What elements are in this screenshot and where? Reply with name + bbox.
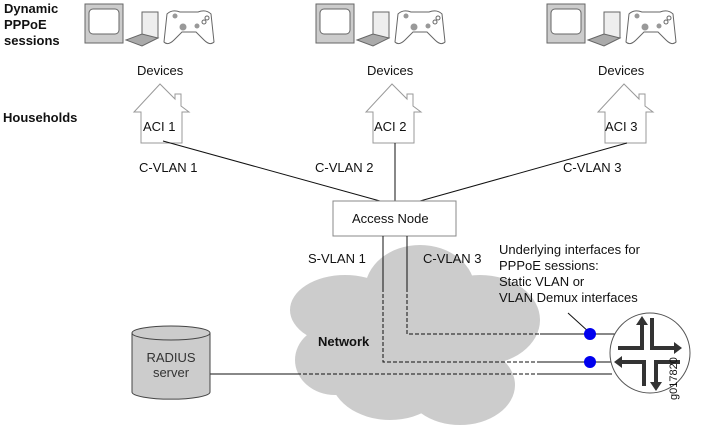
c-vlan-uplink-label: C-VLAN 3 bbox=[423, 251, 482, 266]
sessions-line-3: sessions bbox=[4, 33, 60, 48]
vlan-label-3: C-VLAN 3 bbox=[563, 160, 622, 175]
annotation-line-2: PPPoE sessions: bbox=[499, 258, 599, 273]
sessions-line-1: Dynamic bbox=[4, 1, 59, 16]
gamepad-icon bbox=[625, 10, 677, 45]
access-node-label: Access Node bbox=[352, 211, 429, 226]
access-node-box bbox=[332, 200, 457, 237]
house-icon-2 bbox=[364, 83, 423, 144]
households-label: Households bbox=[3, 110, 78, 125]
laptop-icon bbox=[124, 11, 160, 47]
device-group-2 bbox=[315, 3, 446, 47]
s-vlan-label: S-VLAN 1 bbox=[308, 251, 366, 266]
device-group-1 bbox=[84, 3, 215, 47]
annotation-line-4: VLAN Demux interfaces bbox=[499, 290, 638, 305]
monitor-icon bbox=[315, 3, 355, 44]
house-label-2: ACI 2 bbox=[374, 119, 407, 134]
radius-line-2: server bbox=[152, 365, 190, 380]
house-label-1: ACI 1 bbox=[143, 119, 176, 134]
annotation-line-1: Underlying interfaces for bbox=[499, 242, 640, 257]
interfaces-annotation: Underlying interfaces for PPPoE sessions… bbox=[499, 242, 640, 306]
network-label: Network bbox=[318, 334, 370, 349]
gamepad-icon bbox=[163, 10, 215, 45]
radius-line-1: RADIUS bbox=[146, 350, 196, 365]
laptop-icon bbox=[586, 11, 622, 47]
radius-server-icon bbox=[131, 325, 211, 400]
annotation-line-3: Static VLAN or bbox=[499, 274, 585, 289]
monitor-icon bbox=[546, 3, 586, 44]
figure-id: g017820 bbox=[668, 357, 680, 400]
devices-label-2: Devices bbox=[367, 63, 414, 78]
house-icon-3 bbox=[596, 83, 655, 144]
laptop-icon bbox=[355, 11, 391, 47]
house-icon-1 bbox=[132, 83, 191, 144]
gamepad-icon bbox=[394, 10, 446, 45]
sessions-line-2: PPPoE bbox=[4, 17, 47, 32]
link-aci3 bbox=[419, 142, 628, 202]
link-aci1 bbox=[162, 140, 381, 202]
house-label-3: ACI 3 bbox=[605, 119, 638, 134]
interface-dot-2 bbox=[584, 356, 596, 368]
sessions-label: Dynamic PPPoE sessions bbox=[4, 1, 60, 49]
devices-label-1: Devices bbox=[137, 63, 184, 78]
interface-dot-1 bbox=[584, 328, 596, 340]
device-group-3 bbox=[546, 3, 677, 47]
vlan-label-1: C-VLAN 1 bbox=[139, 160, 198, 175]
router-icon bbox=[609, 312, 691, 394]
devices-label-3: Devices bbox=[598, 63, 645, 78]
vlan-label-2: C-VLAN 2 bbox=[315, 160, 374, 175]
monitor-icon bbox=[84, 3, 124, 44]
radius-label: RADIUS server bbox=[144, 350, 198, 380]
